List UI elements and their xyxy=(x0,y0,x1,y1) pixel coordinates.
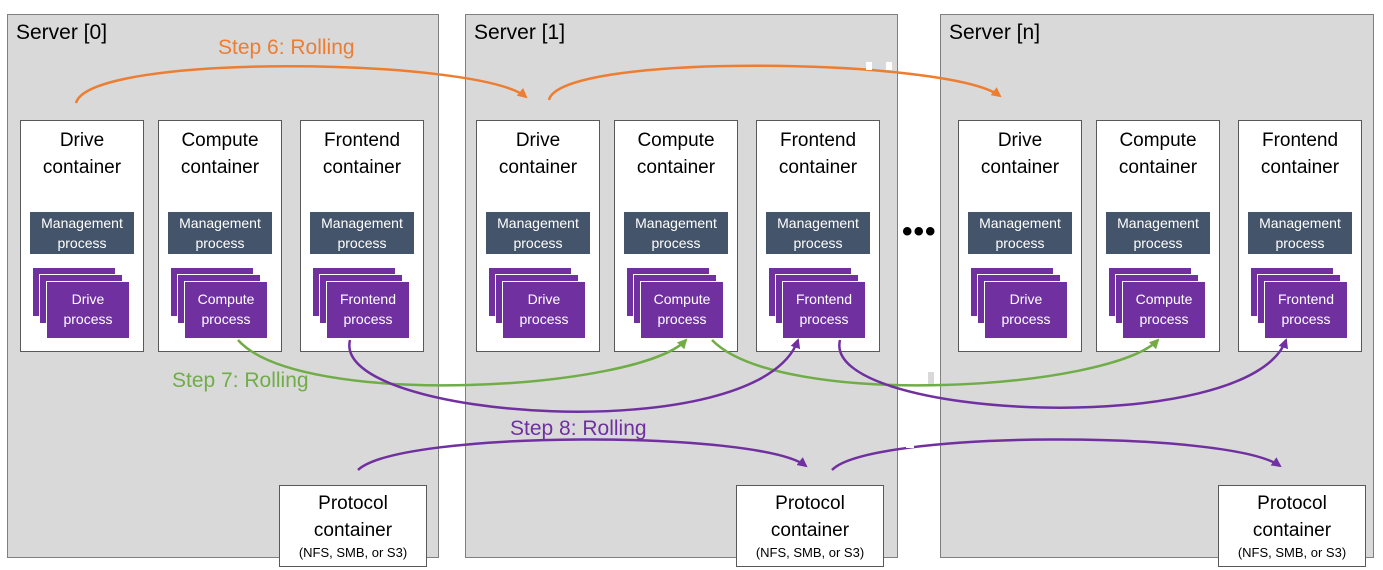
protocol-container: Protocol container (NFS, SMB, or S3) xyxy=(1218,485,1366,567)
server-title: Server [1] xyxy=(474,21,566,44)
step8-gap xyxy=(908,396,916,408)
process-stack: Compute process xyxy=(626,267,726,341)
management-process: Management process xyxy=(1248,212,1352,254)
step6-gap xyxy=(886,62,892,70)
compute-container: Compute container Management process Com… xyxy=(158,120,282,352)
protocol-subtitle: (NFS, SMB, or S3) xyxy=(1237,545,1347,560)
step8-arrow-1-to-n xyxy=(838,338,1288,409)
frontend-container: Frontend container Management process Fr… xyxy=(300,120,424,352)
ellipsis: ••• xyxy=(902,215,937,248)
container-title: Drive container xyxy=(42,130,122,178)
drive-container: Drive container Management process Drive… xyxy=(476,120,600,352)
management-process: Management process xyxy=(766,212,870,254)
step7-arrow-1-to-n xyxy=(711,338,1160,387)
step6-arrow-1-to-n xyxy=(547,64,1002,101)
step7-label: Step 7: Rolling xyxy=(172,369,309,392)
process-stack: Drive process xyxy=(488,267,588,341)
compute-container: Compute container Management process Com… xyxy=(1096,120,1220,352)
server-0: Server [0] Drive container Management pr… xyxy=(7,14,439,567)
container-title: Frontend container xyxy=(778,130,858,178)
step6-arrow-0-to-1 xyxy=(74,65,528,104)
compute-process: Compute process xyxy=(1122,281,1206,339)
drive-process: Drive process xyxy=(46,281,130,339)
step7-gap xyxy=(928,372,934,384)
container-title: Frontend container xyxy=(322,130,402,178)
process-stack: Drive process xyxy=(970,267,1070,341)
management-process: Management process xyxy=(310,212,414,254)
management-process: Management process xyxy=(1106,212,1210,254)
server-title: Server [n] xyxy=(949,21,1041,44)
container-title: Frontend container xyxy=(1260,130,1340,178)
step6-gap xyxy=(866,62,872,70)
protocol-subtitle: (NFS, SMB, or S3) xyxy=(298,545,408,560)
server-1: Server [1] Drive container Management pr… xyxy=(465,14,898,567)
step8-label: Step 8: Rolling xyxy=(510,417,647,440)
step7-gap xyxy=(902,372,910,384)
management-process: Management process xyxy=(30,212,134,254)
step8-arrow-0-to-1 xyxy=(348,338,801,413)
drive-container: Drive container Management process Drive… xyxy=(958,120,1082,352)
protocol-container: Protocol container (NFS, SMB, or S3) xyxy=(279,485,427,567)
frontend-container: Frontend container Management process Fr… xyxy=(1238,120,1362,352)
step8-gap xyxy=(906,438,914,448)
protocol-title: Protocol container xyxy=(770,493,850,541)
management-process: Management process xyxy=(486,212,590,254)
drive-container: Drive container Management process Drive… xyxy=(20,120,144,352)
process-stack: Frontend process xyxy=(1250,267,1350,341)
management-process: Management process xyxy=(968,212,1072,254)
frontend-process: Frontend process xyxy=(1264,281,1348,339)
protocol-title: Protocol container xyxy=(1252,493,1332,541)
compute-container: Compute container Management process Com… xyxy=(614,120,738,352)
container-title: Drive container xyxy=(498,130,578,178)
frontend-process: Frontend process xyxy=(326,281,410,339)
container-title: Compute container xyxy=(1118,130,1198,178)
step6-label: Step 6: Rolling xyxy=(218,36,355,59)
protocol-subtitle: (NFS, SMB, or S3) xyxy=(755,545,865,560)
protocol-container: Protocol container (NFS, SMB, or S3) xyxy=(736,485,884,567)
management-process: Management process xyxy=(168,212,272,254)
server-n: Server [n] Drive container Management pr… xyxy=(940,14,1374,567)
step8-protocol-0-to-1 xyxy=(357,438,808,471)
drive-process: Drive process xyxy=(984,281,1068,339)
process-stack: Drive process xyxy=(32,267,132,341)
process-stack: Frontend process xyxy=(312,267,412,341)
management-process: Management process xyxy=(624,212,728,254)
compute-process: Compute process xyxy=(640,281,724,339)
process-stack: Frontend process xyxy=(768,267,868,341)
protocol-title: Protocol container xyxy=(313,493,393,541)
server-title: Server [0] xyxy=(16,21,108,44)
compute-process: Compute process xyxy=(184,281,268,339)
container-title: Compute container xyxy=(636,130,716,178)
container-title: Drive container xyxy=(980,130,1060,178)
container-title: Compute container xyxy=(180,130,260,178)
step7-arrow-0-to-1 xyxy=(237,338,688,387)
frontend-process: Frontend process xyxy=(782,281,866,339)
step8-protocol-1-to-n xyxy=(831,438,1282,471)
process-stack: Compute process xyxy=(170,267,270,341)
drive-process: Drive process xyxy=(502,281,586,339)
process-stack: Compute process xyxy=(1108,267,1208,341)
frontend-container: Frontend container Management process Fr… xyxy=(756,120,880,352)
